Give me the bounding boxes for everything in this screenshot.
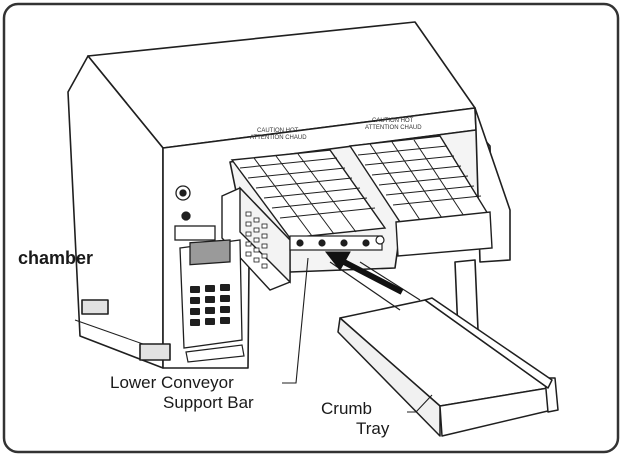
left-side-panel xyxy=(67,55,164,369)
control-panel-base xyxy=(185,344,245,363)
insert-arrow xyxy=(324,251,404,295)
caution-label-left-2: ATTENTION CHAUD xyxy=(250,135,307,141)
label-chamber: chamber xyxy=(18,248,94,268)
foot-center xyxy=(139,343,171,361)
leader-lines xyxy=(282,257,433,413)
right-conveyor xyxy=(348,135,490,223)
left-conveyor xyxy=(230,149,387,239)
label-lower-conveyor-line1: Lower Conveyor xyxy=(110,373,234,392)
heater-vents xyxy=(245,211,268,269)
tray-insert-path xyxy=(329,261,421,311)
label-crumb-tray-line2: Tray xyxy=(356,419,390,438)
caution-label-right-2: ATTENTION CHAUD xyxy=(365,125,422,131)
lower-conveyor-support-bar xyxy=(289,235,385,251)
crumb-tray xyxy=(337,297,559,437)
right-conveyor-lip xyxy=(395,211,493,257)
caution-label-right-1: CAUTION HOT xyxy=(372,118,414,124)
label-crumb-tray-line1: Crumb xyxy=(321,399,373,418)
label-lower-conveyor-line2: Support Bar xyxy=(163,393,254,412)
caution-label-left-1: CAUTION HOT xyxy=(257,128,299,134)
keypad xyxy=(190,284,230,326)
foot-left xyxy=(81,299,109,315)
